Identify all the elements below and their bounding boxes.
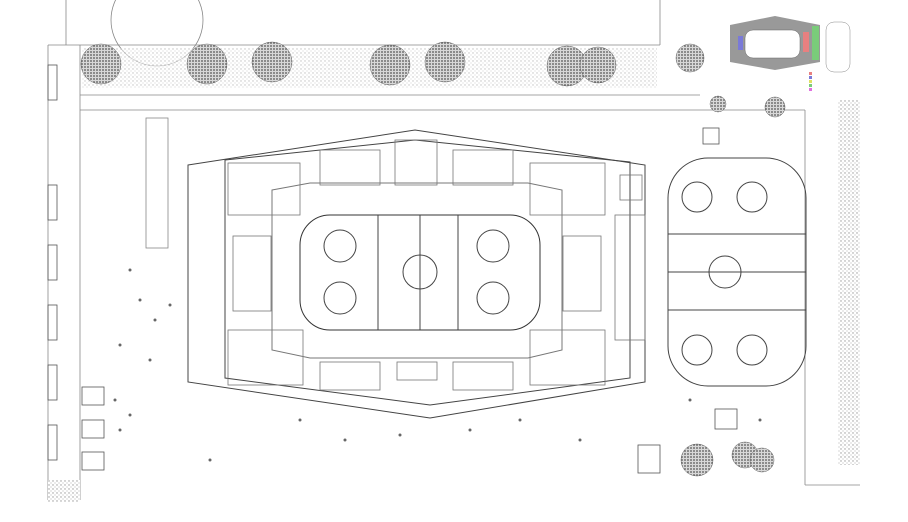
arena-building [187, 129, 646, 419]
key-plan-inset [728, 16, 851, 91]
inset-legend [809, 72, 812, 91]
hedge [838, 100, 860, 465]
people-scatter [113, 268, 762, 462]
trees [80, 41, 786, 477]
hedge-small [48, 480, 80, 502]
outbuildings [47, 64, 738, 474]
outdoor-rink [667, 157, 807, 387]
